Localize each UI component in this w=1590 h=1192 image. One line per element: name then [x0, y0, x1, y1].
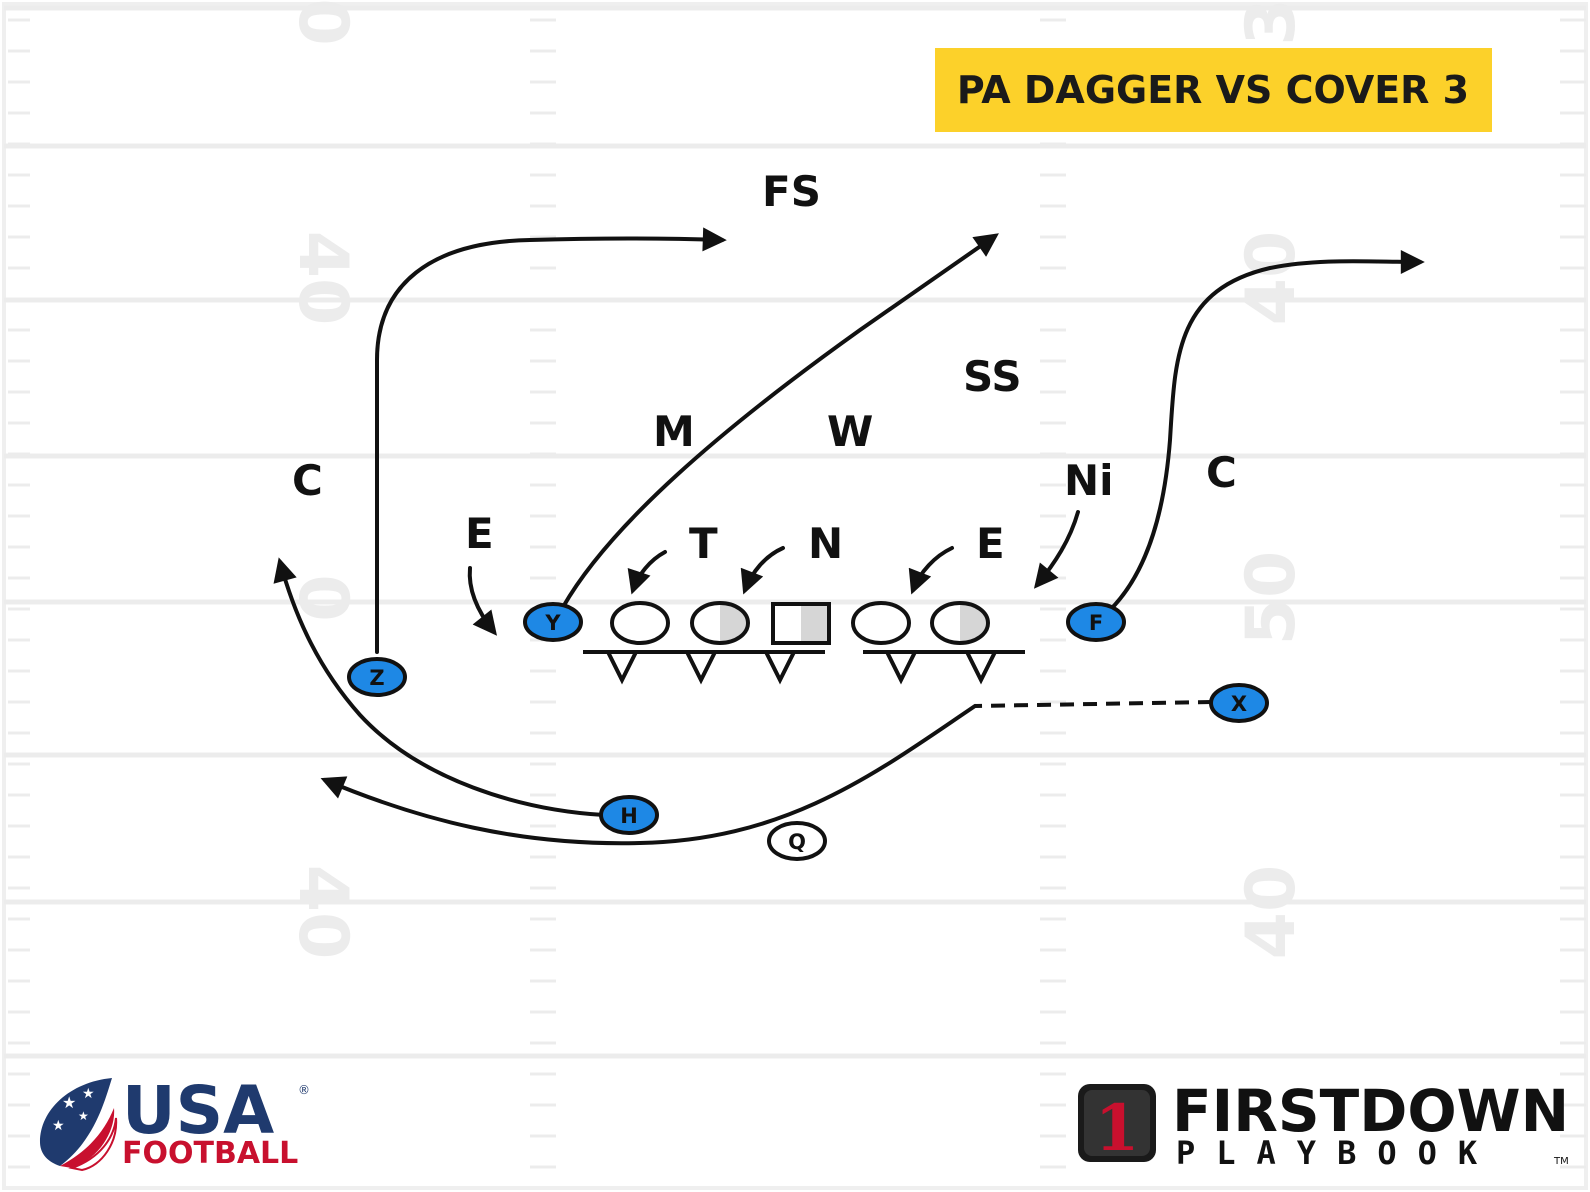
yard-numbers: 0 40 40 50 40 40 0 3	[283, 0, 1311, 959]
right-tackle	[930, 601, 990, 645]
firstdown-badge-icon: 1	[1078, 1084, 1156, 1166]
defender-w: W	[827, 407, 873, 456]
player-q: Q	[767, 821, 827, 861]
yard-number: 0	[283, 574, 362, 621]
defender-n: N	[808, 519, 843, 568]
y-route	[561, 233, 999, 609]
yard-number: 40	[1232, 865, 1311, 960]
player-y: Y	[523, 602, 583, 642]
dl-triangle	[863, 650, 945, 685]
defense-labels: FS SS M W C C Ni E T N E	[292, 167, 1237, 568]
center	[771, 602, 831, 645]
svg-text:★: ★	[52, 1118, 65, 1134]
yard-number: 3	[1232, 0, 1311, 46]
defender-ss: SS	[963, 352, 1022, 401]
n-arrow	[740, 546, 785, 595]
f-route	[1108, 249, 1425, 612]
player-label: Q	[788, 830, 806, 854]
dl-triangle	[943, 650, 1025, 685]
usa-logo-text: USA	[122, 1072, 274, 1149]
yard-number: 40	[1232, 231, 1311, 326]
defender-c-left: C	[292, 456, 323, 505]
title-background	[935, 48, 1492, 132]
defensive-line	[583, 650, 1025, 685]
defender-fs: FS	[762, 167, 821, 216]
right-guard	[851, 601, 911, 645]
h-route	[273, 557, 606, 817]
defender-c-right: C	[1206, 448, 1237, 497]
t-arrow	[627, 550, 667, 595]
q-bootleg-route	[320, 704, 977, 846]
dl-triangle	[743, 650, 825, 685]
playbook-logo-text: PLAYBOOK	[1176, 1134, 1498, 1172]
football-flag-icon: ★ ★ ★ ★	[40, 1078, 118, 1172]
player-label: X	[1231, 692, 1247, 716]
svg-text:★: ★	[62, 1093, 76, 1112]
title-banner: PA DAGGER VS COVER 3	[935, 48, 1492, 132]
routes	[273, 227, 1425, 846]
z-route	[375, 227, 727, 654]
defender-m: M	[653, 407, 695, 456]
player-x: X	[1209, 683, 1269, 723]
usa-registered-mark: ®	[298, 1083, 310, 1097]
ni-arrow	[1033, 510, 1080, 589]
dl-triangle	[663, 650, 745, 685]
left-guard	[690, 601, 750, 645]
player-label: Z	[369, 666, 384, 690]
player-f: F	[1066, 602, 1126, 642]
player-label: F	[1089, 611, 1103, 635]
player-label: Y	[544, 611, 561, 635]
trademark-mark: TM	[1553, 1156, 1569, 1167]
e-right-arrow	[908, 546, 954, 595]
player-h: H	[599, 795, 659, 835]
football-logo-text: FOOTBALL	[122, 1136, 298, 1171]
defender-ni: Ni	[1064, 456, 1114, 505]
yard-number: 40	[283, 231, 362, 326]
firstdown-logo-text: FIRSTDOWN	[1172, 1077, 1569, 1145]
yard-number: 40	[283, 865, 362, 960]
dl-triangle	[583, 650, 665, 685]
e-left-arrow	[467, 566, 497, 636]
yard-number: 50	[1232, 551, 1311, 646]
play-title: PA DAGGER VS COVER 3	[957, 68, 1469, 112]
left-tackle	[610, 601, 670, 645]
defender-t: T	[689, 519, 718, 568]
player-label: H	[620, 804, 638, 828]
defender-e-right: E	[976, 519, 1005, 568]
firstdown-playbook-logo: 1 FIRSTDOWN PLAYBOOK TM	[1078, 1077, 1569, 1172]
offensive-line	[610, 601, 990, 645]
usa-football-logo: ★ ★ ★ ★ USA ® FOOTBALL	[40, 1072, 310, 1172]
offense-skill-players: Y Z H F X Q	[347, 602, 1269, 861]
player-z: Z	[347, 657, 407, 697]
yard-number: 0	[283, 0, 362, 46]
svg-text:★: ★	[82, 1086, 95, 1102]
defender-e-left: E	[465, 509, 494, 558]
svg-text:★: ★	[78, 1109, 89, 1123]
badge-number: 1	[1095, 1091, 1140, 1166]
defense-movement-arrows	[467, 510, 1080, 636]
x-motion-route	[974, 700, 1213, 708]
